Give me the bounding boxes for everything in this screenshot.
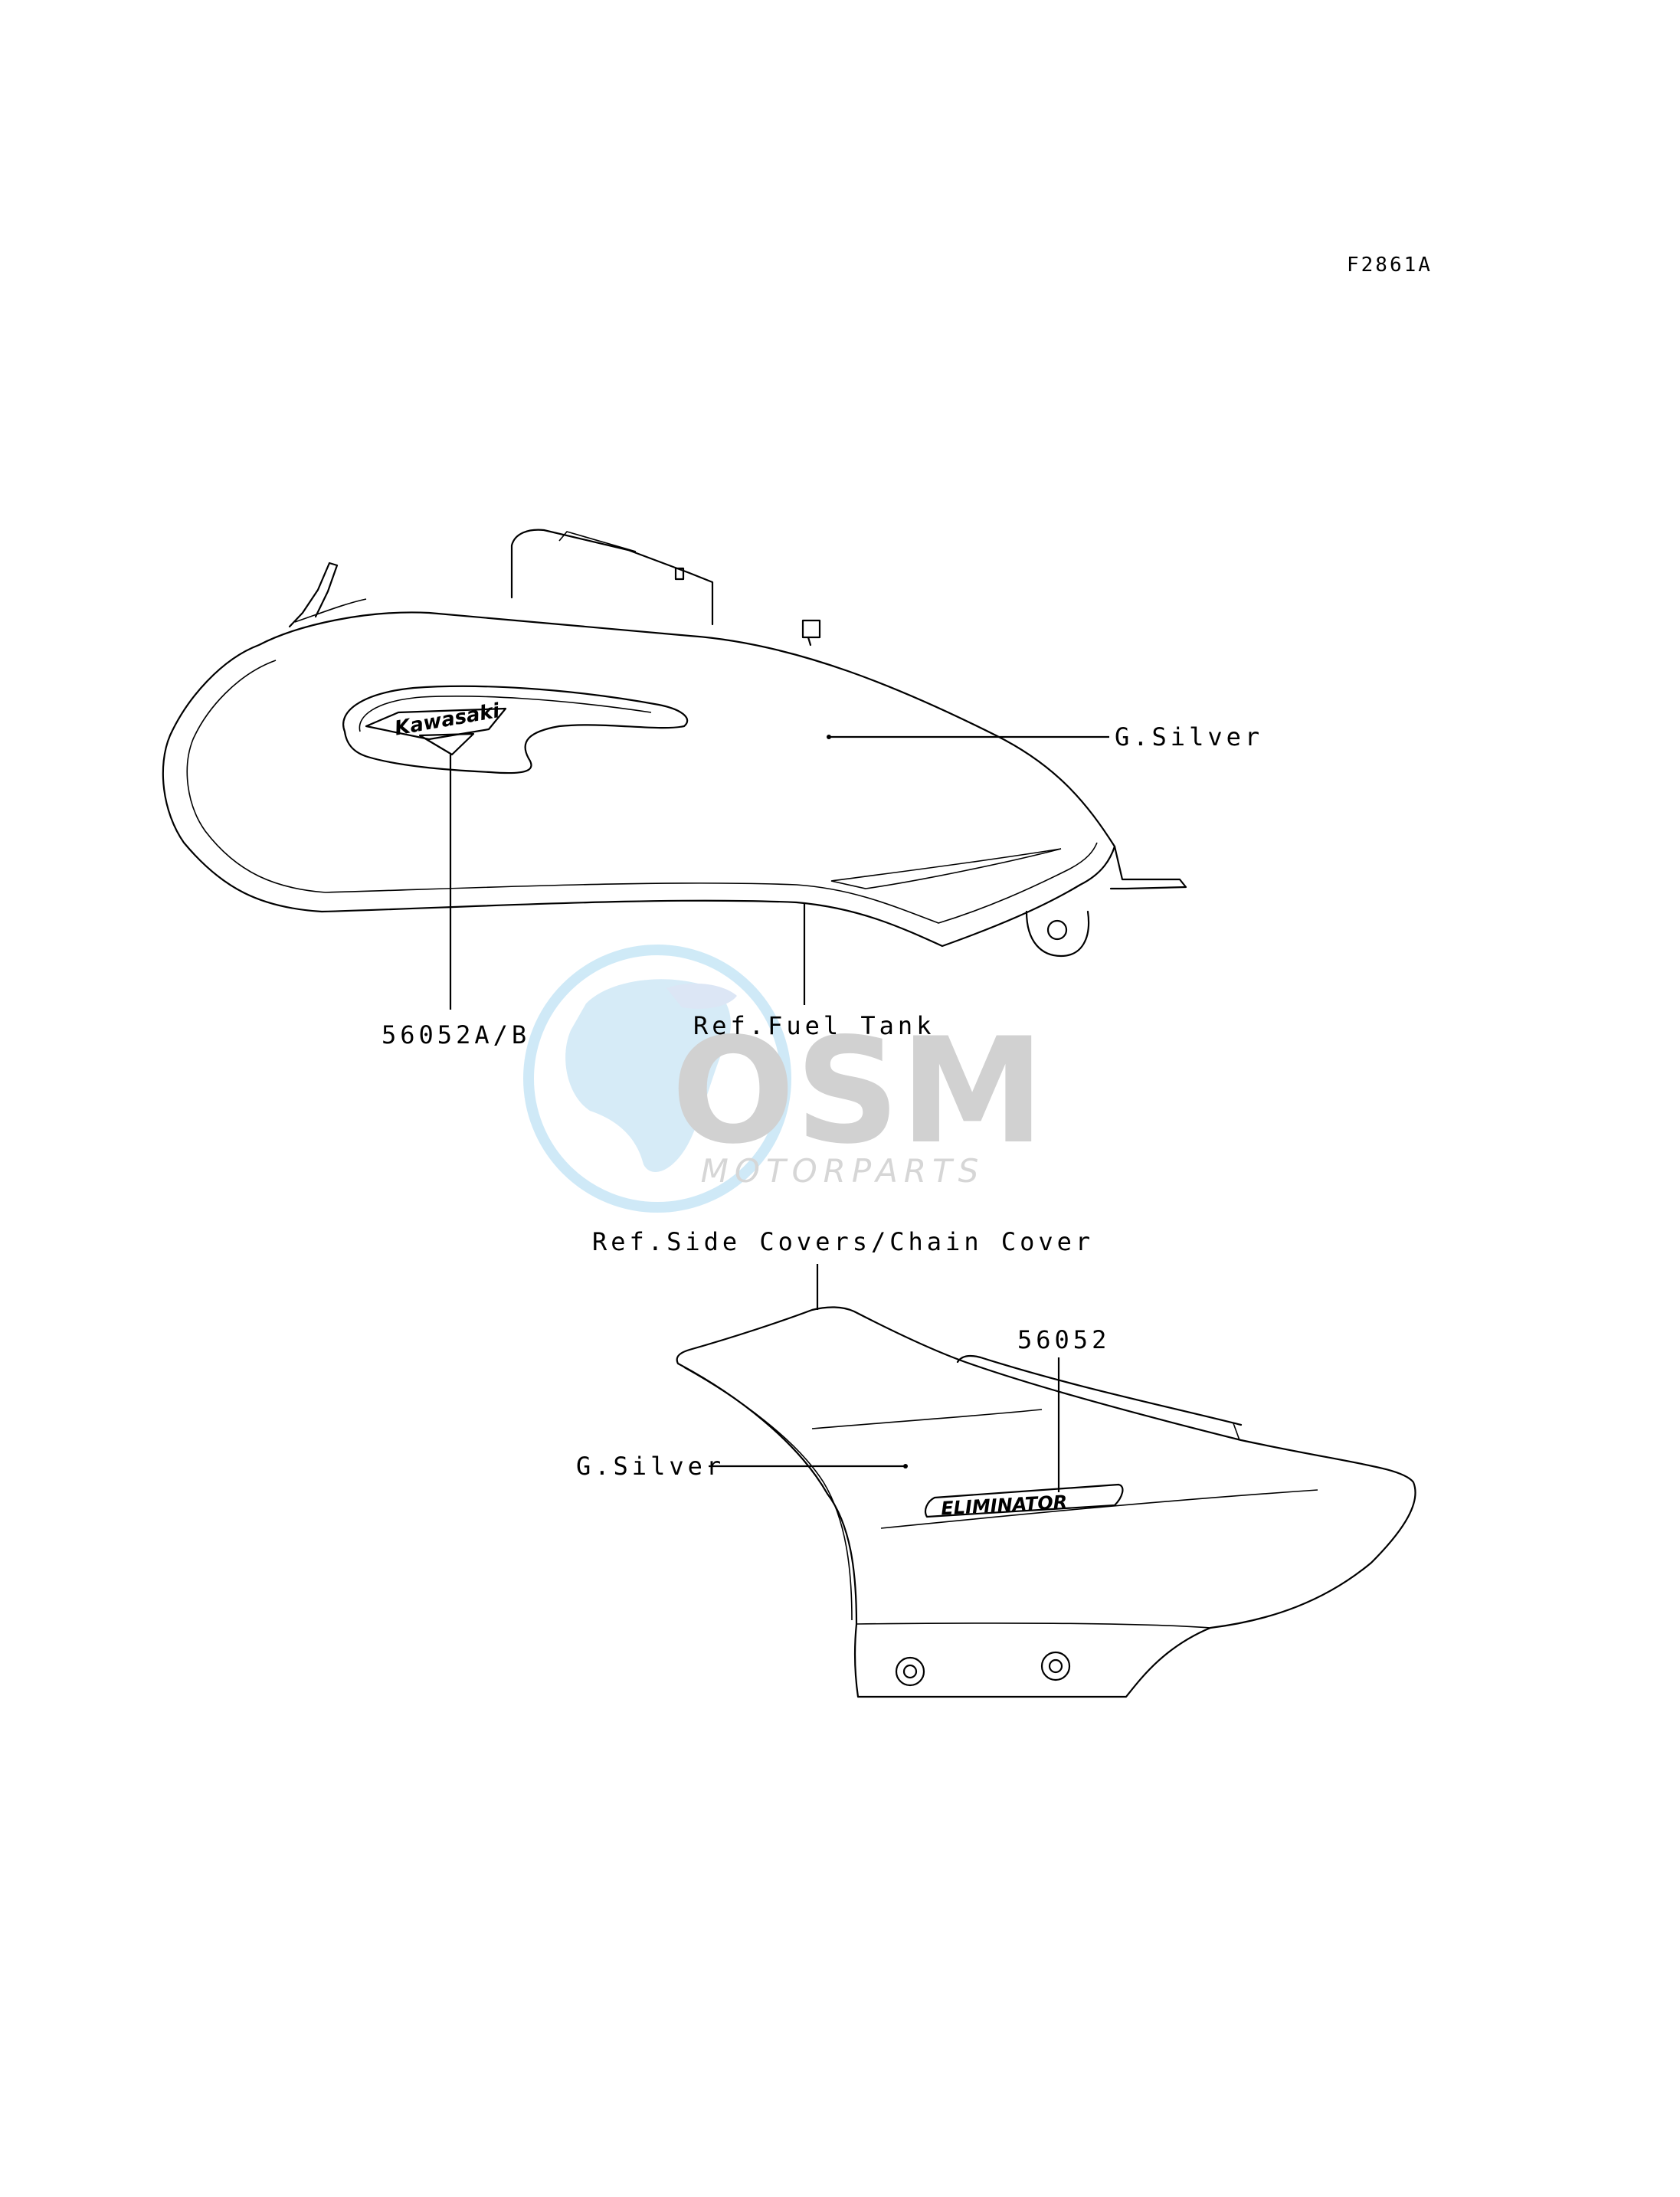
fuel-tank-color-callout: G.Silver bbox=[827, 722, 1263, 751]
watermark-brand: OSM bbox=[671, 1007, 1044, 1176]
fuel-tank-color-label: G.Silver bbox=[1115, 722, 1263, 751]
eliminator-decal: ELIMINATOR bbox=[924, 1483, 1124, 1519]
fuel-tank-ref-label: Ref.Fuel Tank bbox=[693, 1011, 935, 1040]
side-cover-color-label: G.Silver bbox=[576, 1452, 725, 1481]
side-cover-color-callout: G.Silver bbox=[576, 1452, 908, 1481]
side-cover-ref-label: Ref.Side Covers/Chain Cover bbox=[592, 1227, 1094, 1256]
osm-watermark: OSM MOTORPARTS bbox=[523, 945, 1045, 1213]
fuel-tank-decal-part: 56052A/B bbox=[382, 1020, 530, 1049]
kawasaki-decal: Kawasaki bbox=[342, 685, 689, 774]
fuel-tank-drawing: Kawasaki bbox=[162, 529, 1187, 958]
side-cover-decal-callout: 56052 bbox=[1017, 1325, 1110, 1492]
side-cover-decal-part: 56052 bbox=[1017, 1325, 1110, 1354]
watermark-sub: MOTORPARTS bbox=[701, 1152, 985, 1190]
fuel-tank-decal-callout: 56052A/B bbox=[382, 755, 530, 1049]
side-cover-drawing: ELIMINATOR bbox=[676, 1306, 1416, 1698]
diagram-code: F2861A bbox=[1347, 254, 1433, 277]
fuel-tank-ref-callout: Ref.Fuel Tank bbox=[693, 904, 935, 1040]
globe-icon bbox=[523, 945, 791, 1213]
